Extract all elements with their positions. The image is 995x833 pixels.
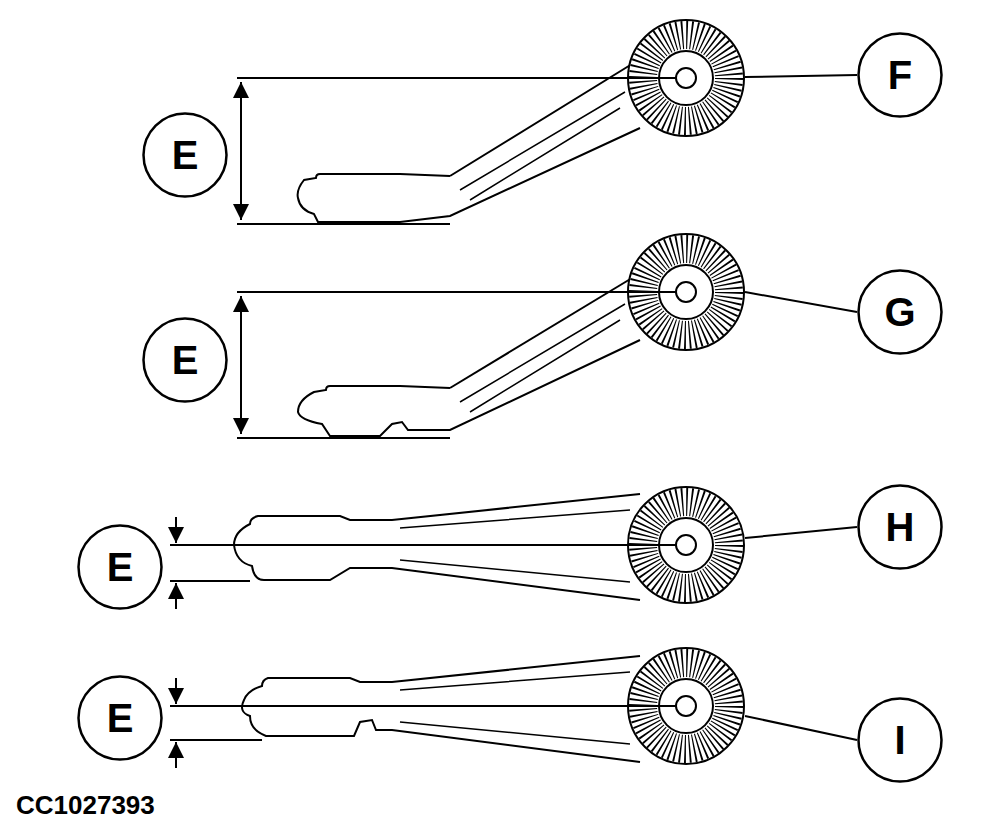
callout-circle-outline: [144, 114, 227, 197]
callout-circle-outline: [79, 677, 162, 760]
callout-letter-text: E: [107, 547, 134, 587]
leader-line: [745, 75, 857, 77]
callout-letter-text: H: [886, 507, 915, 547]
rocker-arm-i: [170, 648, 857, 768]
callout-circle-outline: [859, 271, 942, 354]
callout-circle-outline: [144, 319, 227, 402]
callout-letter: I: [857, 697, 943, 783]
callout-letter-text: G: [884, 292, 915, 332]
leader-line: [745, 527, 857, 538]
rocker-arm-h: [170, 487, 857, 609]
callout-letter: E: [77, 524, 163, 610]
callout-letter: E: [142, 112, 228, 198]
callout-letter: H: [857, 484, 943, 570]
callout-letter-text: E: [107, 698, 134, 738]
callout-letter: G: [857, 269, 943, 355]
callout-letter-text: E: [172, 135, 199, 175]
rocker-arm-g: [237, 234, 857, 438]
callout-letter-text: E: [172, 340, 199, 380]
callout-letter-text: F: [888, 55, 912, 95]
rocker-arm-f: [237, 20, 857, 224]
callout-circle-outline: [79, 526, 162, 609]
callout-circle-outline: [859, 486, 942, 569]
callout-letter: E: [77, 675, 163, 761]
figure-code: CC1027393: [16, 790, 155, 821]
callout-circle-outline: [859, 699, 942, 782]
callout-letter-text: I: [894, 720, 905, 760]
leader-line: [745, 292, 857, 312]
callout-circle-outline: [859, 34, 942, 117]
callout-letter: E: [142, 317, 228, 403]
callout-letter: F: [857, 32, 943, 118]
leader-line: [745, 716, 857, 740]
